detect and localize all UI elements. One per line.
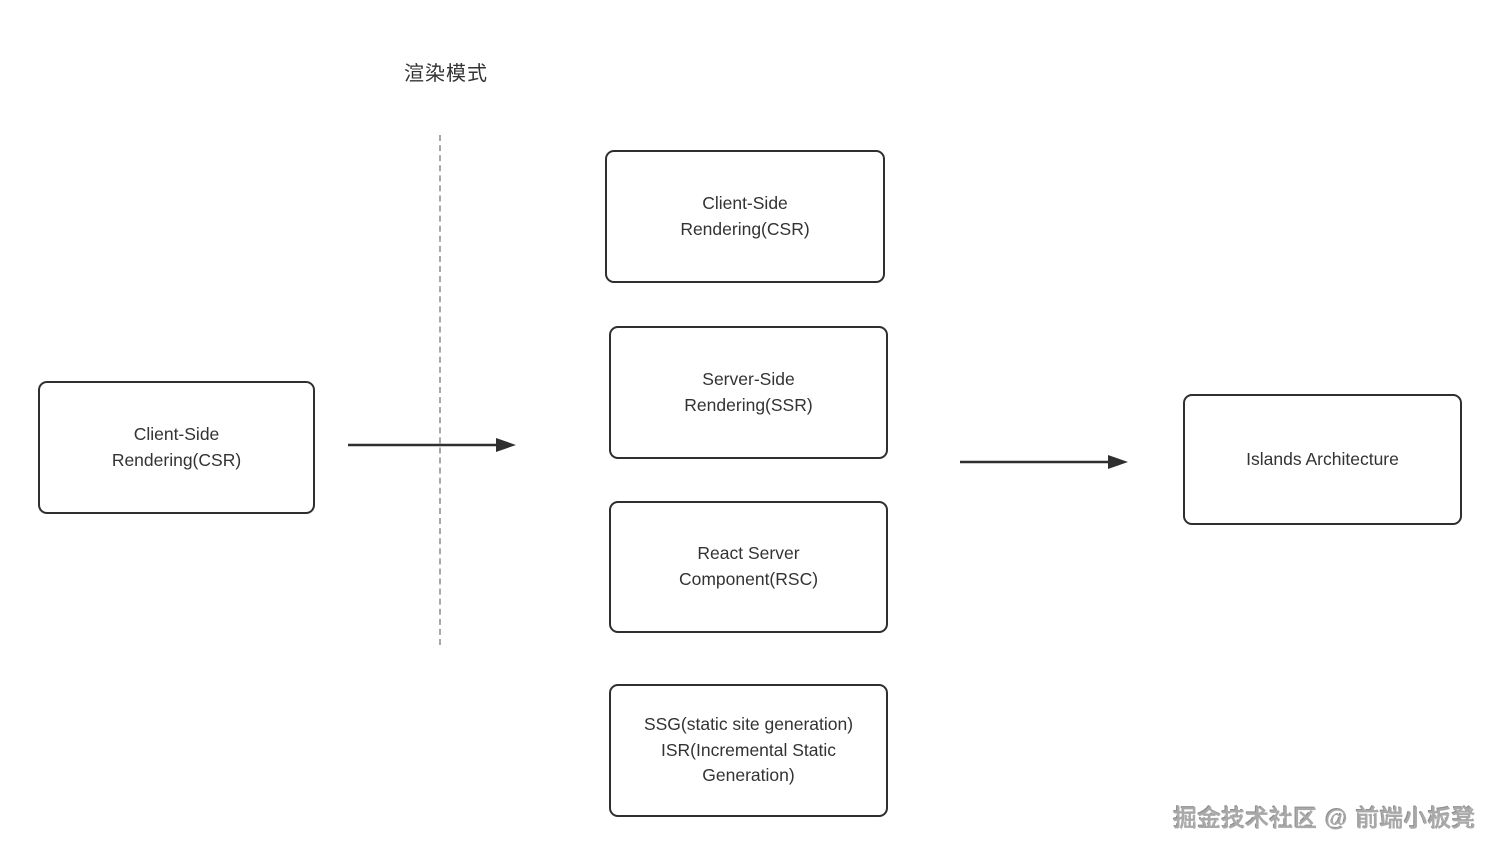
node-label: Server-Side Rendering(SSR) — [684, 368, 813, 415]
node-label: Client-Side Rendering(CSR) — [680, 192, 810, 239]
node-label: SSG(static site generation) ISR(Incremen… — [643, 713, 854, 786]
watermark: 掘金技术社区 @ 前端小板凳 — [1173, 805, 1476, 831]
flow-arrow-right — [960, 455, 1128, 469]
node-client-side-rendering-source: Client-Side Rendering(CSR) — [38, 381, 315, 514]
node-react-server-component: React Server Component(RSC) — [609, 501, 888, 633]
node-islands-architecture: Islands Architecture — [1183, 394, 1462, 525]
flow-arrow-left — [348, 438, 516, 452]
node-client-side-rendering: Client-Side Rendering(CSR) — [605, 150, 885, 283]
diagram-title: 渲染模式 — [404, 63, 488, 85]
node-ssg-isr: SSG(static site generation) ISR(Incremen… — [609, 684, 888, 817]
node-label: Islands Architecture — [1246, 448, 1399, 469]
node-label: Client-Side Rendering(CSR) — [111, 423, 242, 470]
dashed-divider-line — [439, 135, 441, 645]
node-label: React Server Component(RSC) — [678, 543, 819, 589]
node-server-side-rendering: Server-Side Rendering(SSR) — [609, 326, 888, 459]
